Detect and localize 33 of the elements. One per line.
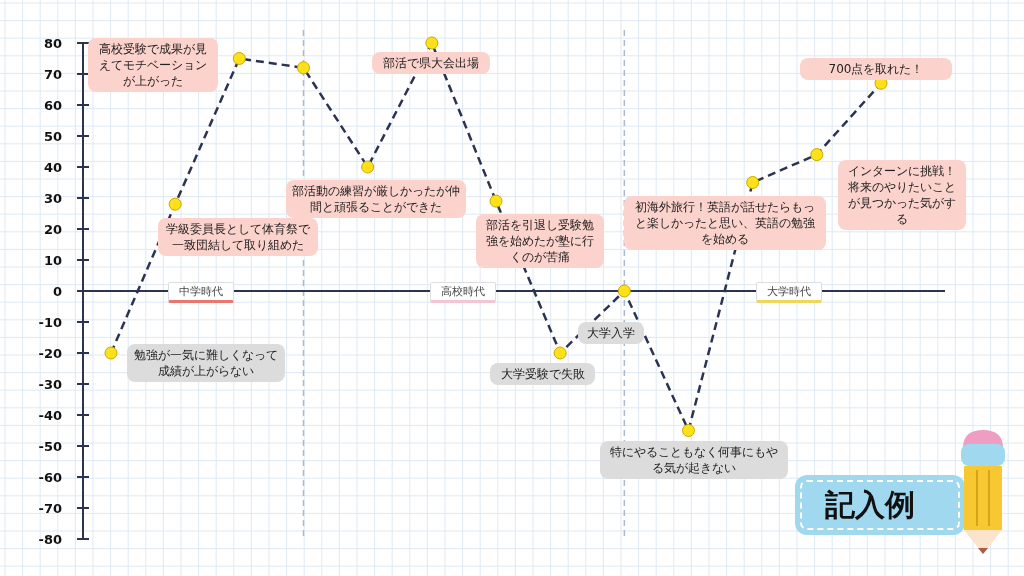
annotation-callout: 部活で県大会出場 xyxy=(372,52,490,74)
axis-tick-label: 50 xyxy=(43,129,62,144)
axis-tick-label: 30 xyxy=(43,191,62,206)
example-label: 記入例 xyxy=(795,475,965,535)
annotation-callout: 大学受験で失敗 xyxy=(490,363,595,385)
axis-tick-label: -50 xyxy=(38,439,62,454)
annotation-callout: 部活を引退し受験勉強を始めたが塾に行くのが苦痛 xyxy=(476,214,604,268)
axis-tick-label: 20 xyxy=(43,222,62,237)
axis-tick-label: 70 xyxy=(43,67,62,82)
axis-tick-label: -30 xyxy=(38,377,62,392)
axis-tick-label: -40 xyxy=(38,408,62,423)
axis-tick-label: 10 xyxy=(43,253,62,268)
axis-tick-label: -60 xyxy=(38,470,62,485)
annotation-callout: 高校受験で成果が見えてモチベーションが上がった xyxy=(88,38,218,92)
annotation-callout: 初海外旅行！英語が話せたらもっと楽しかったと思い、英語の勉強を始める xyxy=(624,196,826,250)
axis-tick-label: -20 xyxy=(38,346,62,361)
period-label: 中学時代 xyxy=(168,282,234,303)
annotation-callout: 700点を取れた！ xyxy=(800,58,952,80)
period-label: 大学時代 xyxy=(756,282,822,303)
annotation-callout: 勉強が一気に難しくなって成績が上がらない xyxy=(127,344,285,382)
annotation-callout: 部活動の練習が厳しかったが仲間と頑張ることができた xyxy=(286,180,466,218)
annotation-callout: 特にやることもなく何事にもやる気が起きない xyxy=(600,441,788,479)
annotation-callout: インターンに挑戦！将来のやりたいことが見つかった気がする xyxy=(838,160,966,230)
axis-tick-label: 0 xyxy=(52,284,62,299)
annotation-callout: 学級委員長として体育祭で一致団結して取り組めた xyxy=(158,218,318,256)
axis-tick-label: -80 xyxy=(38,532,62,547)
annotation-callout: 大学入学 xyxy=(578,322,644,344)
axis-tick-label: -70 xyxy=(38,501,62,516)
axis-tick-label: -10 xyxy=(38,315,62,330)
period-label: 高校時代 xyxy=(430,282,496,303)
axis-tick-label: 60 xyxy=(43,98,62,113)
axis-tick-label: 40 xyxy=(43,160,62,175)
axis-tick-label: 80 xyxy=(43,36,62,51)
